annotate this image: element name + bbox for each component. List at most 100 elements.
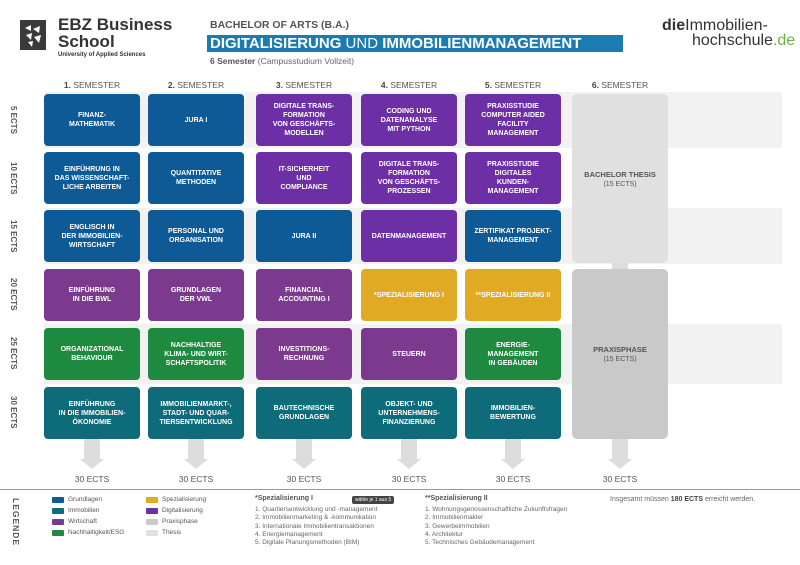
module-label: CODING UND DATENANALYSE MIT PYTHON: [380, 107, 438, 133]
module-label: DATENMANAGEMENT: [371, 232, 447, 240]
module-label: BAUTECHNISCHE GRUNDLAGEN: [273, 405, 335, 421]
ects-label-10: 10 ECTS: [9, 162, 18, 195]
total-ects-note: Insgesamt müssen 180 ECTS erreicht werde…: [610, 496, 755, 503]
module-cell: ZERTIFIKAT PROJEKT- MANAGEMENT: [465, 210, 561, 262]
module-cell: ENERGIE- MANAGEMENT IN GEBÄUDEN: [465, 328, 561, 380]
bachelor-thesis-block: BACHELOR THESIS (15 ECTS): [572, 94, 668, 263]
module-label: PERSONAL UND ORGANISATION: [168, 228, 224, 244]
module-cell: EINFÜHRUNG IN DIE IMMOBILIEN- ÖKONOMIE: [44, 387, 140, 439]
module-cell: EINFÜHRUNG IN DAS WISSENSCHAFT- LICHE AR…: [44, 152, 140, 204]
program-title: DIGITALISIERUNG UND IMMOBILIENMANAGEMENT: [207, 35, 623, 52]
legend-swatch: [52, 496, 64, 503]
legend-item: Thesis: [146, 529, 181, 536]
ects-label-5: 5 ECTS: [9, 106, 18, 135]
title-part-3: IMMOBILIENMANAGEMENT: [382, 35, 582, 52]
brand-immobilien: Immobilien-: [685, 17, 768, 34]
list-item: 2. Immobilienmarketing & -kommunikation: [255, 514, 377, 522]
note-bold: 180 ECTS: [670, 496, 703, 503]
module-label: EINFÜHRUNG IN DAS WISSENSCHAFT- LICHE AR…: [54, 165, 130, 191]
legend-swatch: [52, 507, 64, 514]
praxis-ects: (15 ECTS): [603, 356, 637, 363]
legend-item: Spezialisierung: [146, 496, 206, 503]
module-cell: INVESTITIONS- RECHNUNG: [256, 328, 352, 380]
module-cell: PERSONAL UND ORGANISATION: [148, 210, 244, 262]
degree-label: BACHELOR OF ARTS (B.A.): [210, 19, 350, 31]
module-cell: QUANTITATIVE METHODEN: [148, 152, 244, 204]
note-post: erreicht werden.: [703, 496, 756, 503]
ects-label-25: 25 ECTS: [9, 337, 18, 370]
ects-label-30: 30 ECTS: [9, 396, 18, 429]
semester-word: SEMESTER: [494, 80, 542, 90]
semester-number: 3.: [275, 80, 283, 90]
title-part-1: DIGITALISIERUNG: [210, 35, 342, 52]
list-item: 4. Energiemanagement: [255, 530, 323, 538]
module-cell: JURA II: [256, 210, 352, 262]
legend-label: Nachhaltigkeit/ESG: [68, 529, 125, 536]
title-part-2: UND: [341, 35, 383, 52]
school-name-line2: School: [58, 32, 115, 51]
legend-label: Spezialisierung: [162, 496, 207, 503]
list-item: 2. Immobilienmakler: [425, 514, 484, 522]
module-label: DIGITALE TRANS- FORMATION VON GESCHÄFTS-…: [272, 103, 336, 137]
semester-word: SEMESTER: [390, 80, 438, 90]
module-cell: FINANZ- MATHEMATIK: [44, 94, 140, 146]
arrow-down-icon: [80, 459, 104, 469]
spec2-list: 1. Wohnungsgenossenschaftliche Zukunftsf…: [425, 506, 567, 547]
module-label: NACHHALTIGE KLIMA- UND WIRT- SCHAFTSPOLI…: [164, 341, 228, 367]
module-label: *SPEZIALISIERUNG I: [373, 291, 444, 299]
module-cell: OBJEKT- UND UNTERNEHMENS- FINANZIERUNG: [361, 387, 457, 439]
module-label: PRAXISSTUDIE COMPUTER AIDED FACILITY MAN…: [481, 103, 545, 137]
semester-header-3: 3. SEMESTER: [256, 80, 352, 90]
semester-number: 1.: [63, 80, 71, 90]
praxis-title: PRAXISPHASE: [593, 345, 647, 354]
thesis-ects: (15 ECTS): [603, 180, 637, 188]
module-label: ZERTIFIKAT PROJEKT- MANAGEMENT: [474, 228, 552, 244]
semester-number: 4.: [380, 80, 388, 90]
module-label: GRUNDLAGEN DER VWL: [170, 287, 222, 303]
school-subtitle: University of Applied Sciences: [58, 52, 146, 58]
ebz-logo-icon: [20, 20, 46, 50]
module-label: **SPEZIALISIERUNG II: [475, 291, 551, 299]
semester-count: 6 Semester: [210, 56, 256, 66]
module-label: PRAXISSTUDIE DIGITALES KUNDEN- MANAGEMEN…: [487, 161, 539, 195]
semester-word: SEMESTER: [73, 80, 121, 90]
praxisphase-block: PRAXISPHASE (15 ECTS): [572, 269, 668, 439]
module-cell: DIGITALE TRANS- FORMATION VON GESCHÄFTS-…: [256, 94, 352, 146]
semester-number: 6.: [591, 80, 599, 90]
module-label: STEUERN: [392, 350, 426, 358]
module-cell: DATENMANAGEMENT: [361, 210, 457, 262]
brand-hochschule: hochschule: [692, 32, 773, 49]
semester-total: 30 ECTS: [286, 474, 322, 484]
legend-item: Praxisphase: [146, 518, 198, 525]
module-cell: JURA I: [148, 94, 244, 146]
module-label: IT-SICHERHEIT UND COMPLIANCE: [278, 165, 330, 191]
semester-info: 6 Semester (Campusstudium Vollzeit): [210, 56, 354, 66]
module-label: INVESTITIONS- RECHNUNG: [278, 346, 330, 362]
module-cell: **SPEZIALISIERUNG II: [465, 269, 561, 321]
arrow-down-icon: [397, 459, 421, 469]
module-label: DIGITALE TRANS- FORMATION VON GESCHÄFTS-…: [377, 161, 441, 195]
semester-word: SEMESTER: [177, 80, 225, 90]
module-label: JURA II: [291, 232, 317, 240]
legend-swatch: [146, 529, 158, 536]
list-item: 1. Wohnungsgenossenschaftliche Zukunftsf…: [425, 506, 568, 513]
semester-number: 5.: [484, 80, 492, 90]
semester-total: 30 ECTS: [74, 474, 110, 484]
module-cell: IMMOBILIENMARKT-, STADT- UND QUAR- TIERS…: [148, 387, 244, 439]
module-label: QUANTITATIVE METHODEN: [170, 170, 222, 186]
module-cell: ENGLISCH IN DER IMMOBILIEN- WIRTSCHAFT: [44, 210, 140, 262]
legend-item: Wirtschaft: [52, 518, 97, 525]
legend-item: Digitalisierung: [146, 507, 203, 514]
module-label: ENGLISCH IN DER IMMOBILIEN- WIRTSCHAFT: [61, 223, 123, 249]
semester-total: 30 ECTS: [602, 474, 638, 484]
legend-label: Digitalisierung: [162, 507, 203, 514]
semester-mode: (Campusstudium Vollzeit): [255, 56, 355, 66]
module-cell: IMMOBILIEN- BEWERTUNG: [465, 387, 561, 439]
module-cell: PRAXISSTUDIE DIGITALES KUNDEN- MANAGEMEN…: [465, 152, 561, 204]
module-label: OBJEKT- UND UNTERNEHMENS- FINANZIERUNG: [378, 400, 440, 426]
semester-total: 30 ECTS: [178, 474, 214, 484]
legend-swatch: [146, 496, 158, 503]
legend-label: Grundlagen: [68, 496, 102, 503]
ects-label-20: 20 ECTS: [9, 278, 18, 311]
list-item: 3. Gewerbeimmobilien: [425, 522, 490, 530]
